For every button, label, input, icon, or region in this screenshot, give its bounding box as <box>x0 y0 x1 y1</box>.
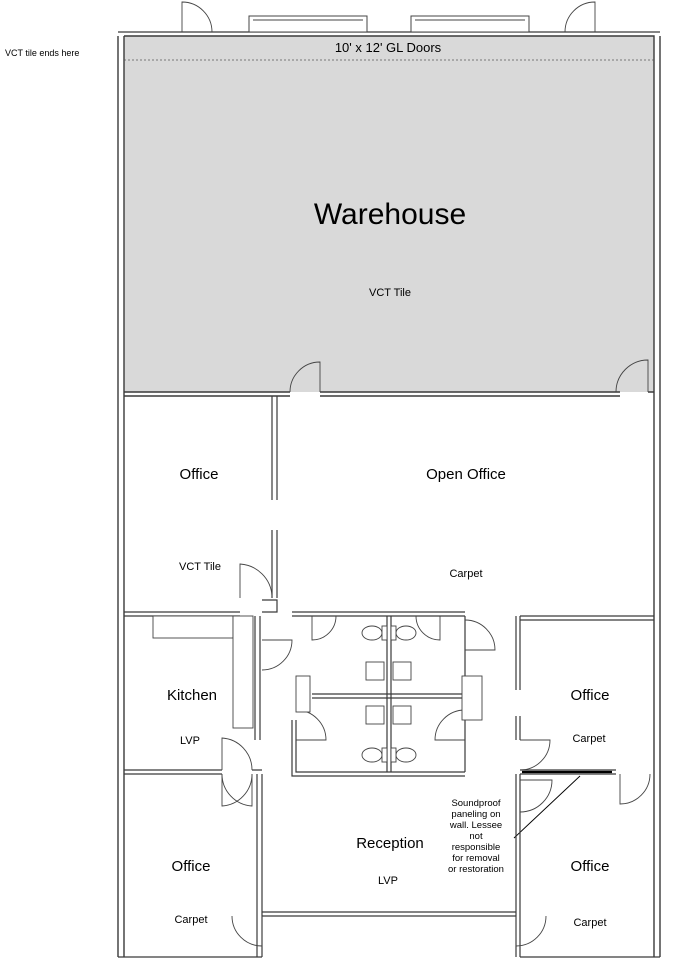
kitchen-counter-side <box>232 615 254 729</box>
warehouse-area <box>124 36 654 392</box>
kitchen-floor: LVP <box>180 735 200 747</box>
toilet-icon <box>361 625 383 641</box>
office-nw-wall <box>271 396 278 598</box>
sink-icon <box>392 705 412 725</box>
storefront <box>262 911 516 917</box>
restroom-door-2 <box>295 709 327 741</box>
toilet-tank-icon <box>390 625 397 641</box>
reception-east-wall <box>515 774 521 957</box>
reception-door-sw <box>221 773 253 807</box>
reception-label: Reception <box>356 835 424 852</box>
toilet-icon <box>395 625 417 641</box>
entry-door-right <box>515 915 547 947</box>
toilet-tank-icon <box>390 747 397 763</box>
restroom-door-3 <box>434 709 466 741</box>
kitchen-label: Kitchen <box>167 687 217 704</box>
warehouse-door-2 <box>615 359 649 393</box>
soundproof-note: Soundproof paneling on wall. Lessee not … <box>448 798 504 875</box>
sink-icon <box>365 661 385 681</box>
toilet-tank-icon <box>381 625 388 641</box>
utility-sink-icon <box>295 675 311 713</box>
office-se-label: Office <box>571 858 610 875</box>
open-office-label: Open Office <box>426 466 506 483</box>
restroom-door-1 <box>261 639 293 671</box>
sink-icon <box>365 705 385 725</box>
restroom-divider <box>312 616 465 772</box>
reception-floor: LVP <box>378 875 398 887</box>
outer-wall <box>117 35 661 957</box>
warehouse-floor: VCT Tile <box>369 287 411 299</box>
warehouse-south-wall <box>124 391 654 397</box>
office-e-floor: Carpet <box>572 733 605 745</box>
office-se-floor: Carpet <box>573 917 606 929</box>
restroom-block <box>291 611 466 777</box>
door-top-right <box>564 1 596 33</box>
reception-door-se <box>519 779 553 813</box>
office-e-door <box>519 739 551 771</box>
restroom-door-4 <box>464 619 496 651</box>
utility-sink-icon <box>461 675 483 721</box>
restroom-door-6 <box>415 615 441 641</box>
note-line: or restoration <box>448 864 504 875</box>
note-line: responsible <box>452 842 501 853</box>
office-se-door <box>619 773 651 805</box>
open-office-floor: Carpet <box>449 568 482 580</box>
kitchen-wall <box>254 616 261 740</box>
office-nw-floor: VCT Tile <box>179 561 221 573</box>
warehouse-label: Warehouse <box>314 198 466 231</box>
note-line: for removal <box>452 853 500 864</box>
entry-door-left <box>231 915 263 947</box>
top-note: VCT tile ends here <box>5 48 79 58</box>
office-e-label: Office <box>571 687 610 704</box>
office-nw-door <box>239 563 273 598</box>
office-nw-south-wall <box>124 599 278 617</box>
kitchen-counter-top <box>152 615 234 639</box>
office-e-south-wall <box>520 769 616 775</box>
office-sw-label: Office <box>172 858 211 875</box>
note-line: not <box>469 831 483 842</box>
sink-icon <box>392 661 412 681</box>
restroom-door-5 <box>311 615 337 641</box>
note-line: Soundproof <box>451 798 500 809</box>
kitchen-south-wall <box>124 769 262 775</box>
reception-west-wall <box>256 774 263 957</box>
toilet-tank-icon <box>381 747 388 763</box>
office-e-wall <box>515 615 654 740</box>
toilet-icon <box>361 747 383 763</box>
kitchen-door-2 <box>221 773 253 807</box>
kitchen-door <box>221 737 253 771</box>
toilet-icon <box>395 747 417 763</box>
office-nw-label: Office <box>180 466 219 483</box>
gl-doors-label: 10' x 12' GL Doors <box>335 40 442 55</box>
gl-door-right <box>410 15 530 33</box>
note-line: paneling on <box>451 809 500 820</box>
door-top-left <box>181 1 213 33</box>
note-line: wall. Lessee <box>449 820 502 831</box>
annotation-leader <box>513 775 581 839</box>
gl-door-left <box>248 15 368 33</box>
warehouse-door-1 <box>289 361 321 393</box>
office-sw-floor: Carpet <box>174 914 207 926</box>
